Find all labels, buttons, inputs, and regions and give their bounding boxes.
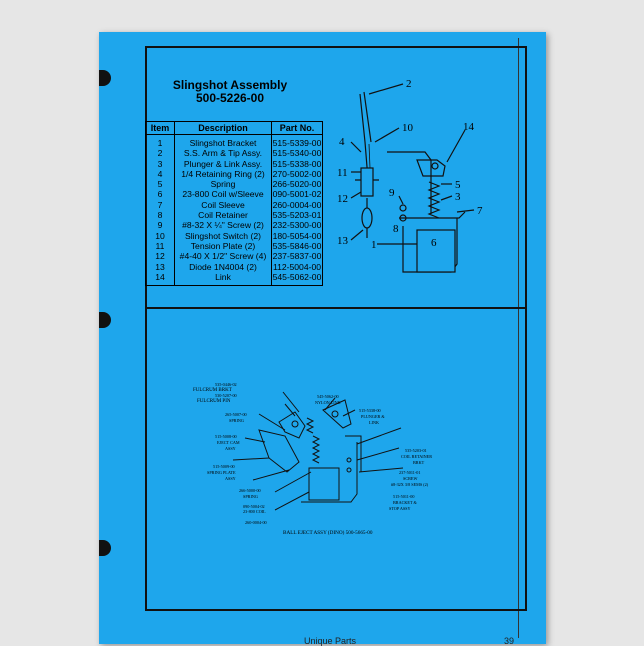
assembly-part-number: 500-5226-00 [195,91,265,105]
document-page: Slingshot Assembly 500-5226-00 Item Desc… [99,32,546,646]
screw-part-number: 237-5011-01 [399,470,420,475]
item-part-number: 237-5837-00 [271,251,323,262]
item-part-number: 180-5054-00 [271,230,323,241]
plunger-link-part-number: 515-5338-00 [359,408,381,413]
coil-alt-part-number: 23-800 COIL [243,509,266,514]
item-part-number: 515-5338-00 [271,158,323,169]
item-part-number: 515-5339-00 [271,134,323,149]
parts-table-header: Item Description Part No. [145,121,323,135]
item-part-number: 515-5340-00 [271,148,323,159]
fulcrum-brkt-label: FULCRUM BRKT [193,388,232,393]
eject-cam-label-2: ASSY [225,446,236,451]
callout-12: 12 [337,193,348,205]
item-part-number: 535-5846-00 [271,240,323,252]
coil-retainer-part-number: 535-5203-01 [405,448,427,453]
coil-part-number: 090-5004-02 [243,504,265,509]
binder-hole [99,540,111,556]
ball-eject-caption: BALL EJECT ASSY (DINO) 500-5665-00 [283,529,373,536]
bracket-label-2: STOP ASSY [389,506,411,511]
header-description: Description [174,121,272,135]
coil-retainer-label: COIL RETAINER [401,454,432,459]
callout-2: 2 [406,78,412,90]
item-part-number: 090-5001-02 [271,189,323,200]
spring-top-part-number: 265-5007-00 [225,412,247,417]
item-part-number: 260-0004-00 [271,199,323,211]
callout-5: 5 [455,179,461,191]
callout-6: 6 [431,237,437,249]
coil-sleeve-part-number: 260-0004-00 [245,520,267,525]
assembly-title-name: Slingshot Assembly [172,78,288,92]
bracket-part-number: 515-5011-00 [393,494,414,499]
fulcrum-pin-part-number: 530-5207-00 [215,393,237,398]
callout-10: 10 [402,122,414,134]
eject-cam-label: EJECT CAM [217,440,240,445]
callout-14: 14 [463,121,475,133]
header-item: Item [145,121,175,135]
table-row: 9#8-32 X ¼" Screw (2)232-5300-00 [145,220,323,231]
coil-retainer-label-2: BRKT [413,460,425,465]
screw-label: SCREW [403,476,417,481]
spring-low-part-number: 266-5000-00 [239,488,261,493]
fulcrum-pin-label: FULCRUM PIN [197,399,231,404]
spring-plate-label: SPRING PLATE [207,470,236,475]
spring-top-label: SPRING [229,418,244,423]
item-part-number: 270-5002-00 [271,168,323,180]
plunger-link-label: PLUNGER & [361,414,385,419]
fulcrum-brkt-part-number: 535-0446-02 [215,382,237,387]
item-part-number: 112-5004-00 [271,261,323,272]
screw-label-2: #8-32X 3/8 SEMS (2) [391,482,429,487]
assembly-title: Slingshot Assembly 500-5226-00 [170,79,290,105]
spring-plate-part-number: 515-5009-00 [213,464,235,469]
plunger-link-label-2: LINK [369,420,379,425]
page-number: 39 [504,636,515,646]
binder-hole [99,312,111,328]
page-frame [145,46,527,611]
header-part-no: Part No. [271,121,323,135]
nylon-link-part-number: 545-5062-00 [317,394,339,399]
bracket-label: BRACKET & [393,500,418,505]
nylon-link-label: NYLON LINK [315,400,341,405]
callout-11: 11 [337,167,348,179]
callout-7: 7 [477,205,483,217]
section-divider [145,307,525,309]
callout-8: 8 [393,223,399,235]
callout-1: 1 [371,239,377,251]
page-edge-line [518,38,519,638]
callout-9: 9 [389,187,395,199]
item-part-number: 545-5062-00 [271,271,323,287]
spring-low-label: SPRING [243,494,258,499]
binder-hole [99,70,111,86]
footer-title: Unique Parts [304,636,357,646]
spring-plate-label-2: ASSY [225,476,236,481]
slingshot-diagram: 2 10 4 14 11 5 12 3 7 9 8 6 1 13 [193,78,483,536]
item-part-number: 266-5020-00 [271,179,323,190]
eject-cam-part-number: 515-5008-00 [215,434,237,439]
item-part-number: 232-5300-00 [271,220,323,231]
item-part-number: 535-5203-01 [271,210,323,221]
callout-13: 13 [337,235,349,247]
callout-4: 4 [339,136,345,148]
callout-3: 3 [455,191,461,203]
table-row: 12#4-40 X 1/2" Screw (4)237-5837-00 [145,251,323,262]
